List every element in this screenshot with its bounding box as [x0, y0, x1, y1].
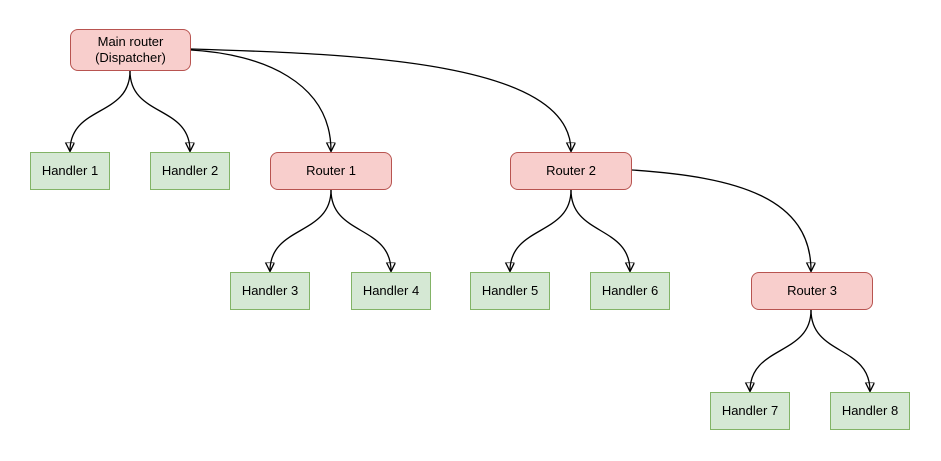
- node-handler-3-label: Handler 3: [241, 282, 299, 298]
- edge-main-to-router1: [190, 49, 331, 151]
- node-router-1: Router 1: [270, 152, 392, 190]
- node-handler-2-label: Handler 2: [161, 162, 219, 178]
- node-handler-8: Handler 8: [830, 392, 910, 430]
- node-handler-7-label: Handler 7: [721, 402, 779, 418]
- node-main-router-label: Main router (Dispatcher): [95, 33, 166, 65]
- node-handler-6: Handler 6: [590, 272, 670, 310]
- edge-router3-to-handler7: [750, 309, 812, 391]
- node-handler-8-label: Handler 8: [841, 402, 899, 418]
- node-handler-4: Handler 4: [351, 272, 431, 310]
- node-handler-1-label: Handler 1: [41, 162, 99, 178]
- node-handler-1: Handler 1: [30, 152, 110, 190]
- edge-router2-to-router3: [631, 169, 811, 271]
- node-router-2-label: Router 2: [546, 162, 596, 178]
- node-router-1-label: Router 1: [306, 162, 356, 178]
- node-handler-6-label: Handler 6: [601, 282, 659, 298]
- edge-main-to-handler1: [70, 70, 131, 151]
- edge-router1-to-handler3: [270, 189, 332, 271]
- edge-router3-to-handler8: [810, 309, 870, 391]
- node-router-3: Router 3: [751, 272, 873, 310]
- node-main-router: Main router (Dispatcher): [70, 29, 191, 71]
- node-router-2: Router 2: [510, 152, 632, 190]
- node-router-3-label: Router 3: [787, 282, 837, 298]
- node-handler-4-label: Handler 4: [362, 282, 420, 298]
- node-handler-2: Handler 2: [150, 152, 230, 190]
- node-handler-3: Handler 3: [230, 272, 310, 310]
- node-handler-7: Handler 7: [710, 392, 790, 430]
- edge-router1-to-handler4: [330, 189, 391, 271]
- edge-main-to-handler2: [129, 70, 190, 151]
- edge-main-to-router2: [190, 48, 571, 151]
- edge-router2-to-handler6: [570, 189, 630, 271]
- edge-router2-to-handler5: [510, 189, 572, 271]
- node-handler-5: Handler 5: [470, 272, 550, 310]
- node-handler-5-label: Handler 5: [481, 282, 539, 298]
